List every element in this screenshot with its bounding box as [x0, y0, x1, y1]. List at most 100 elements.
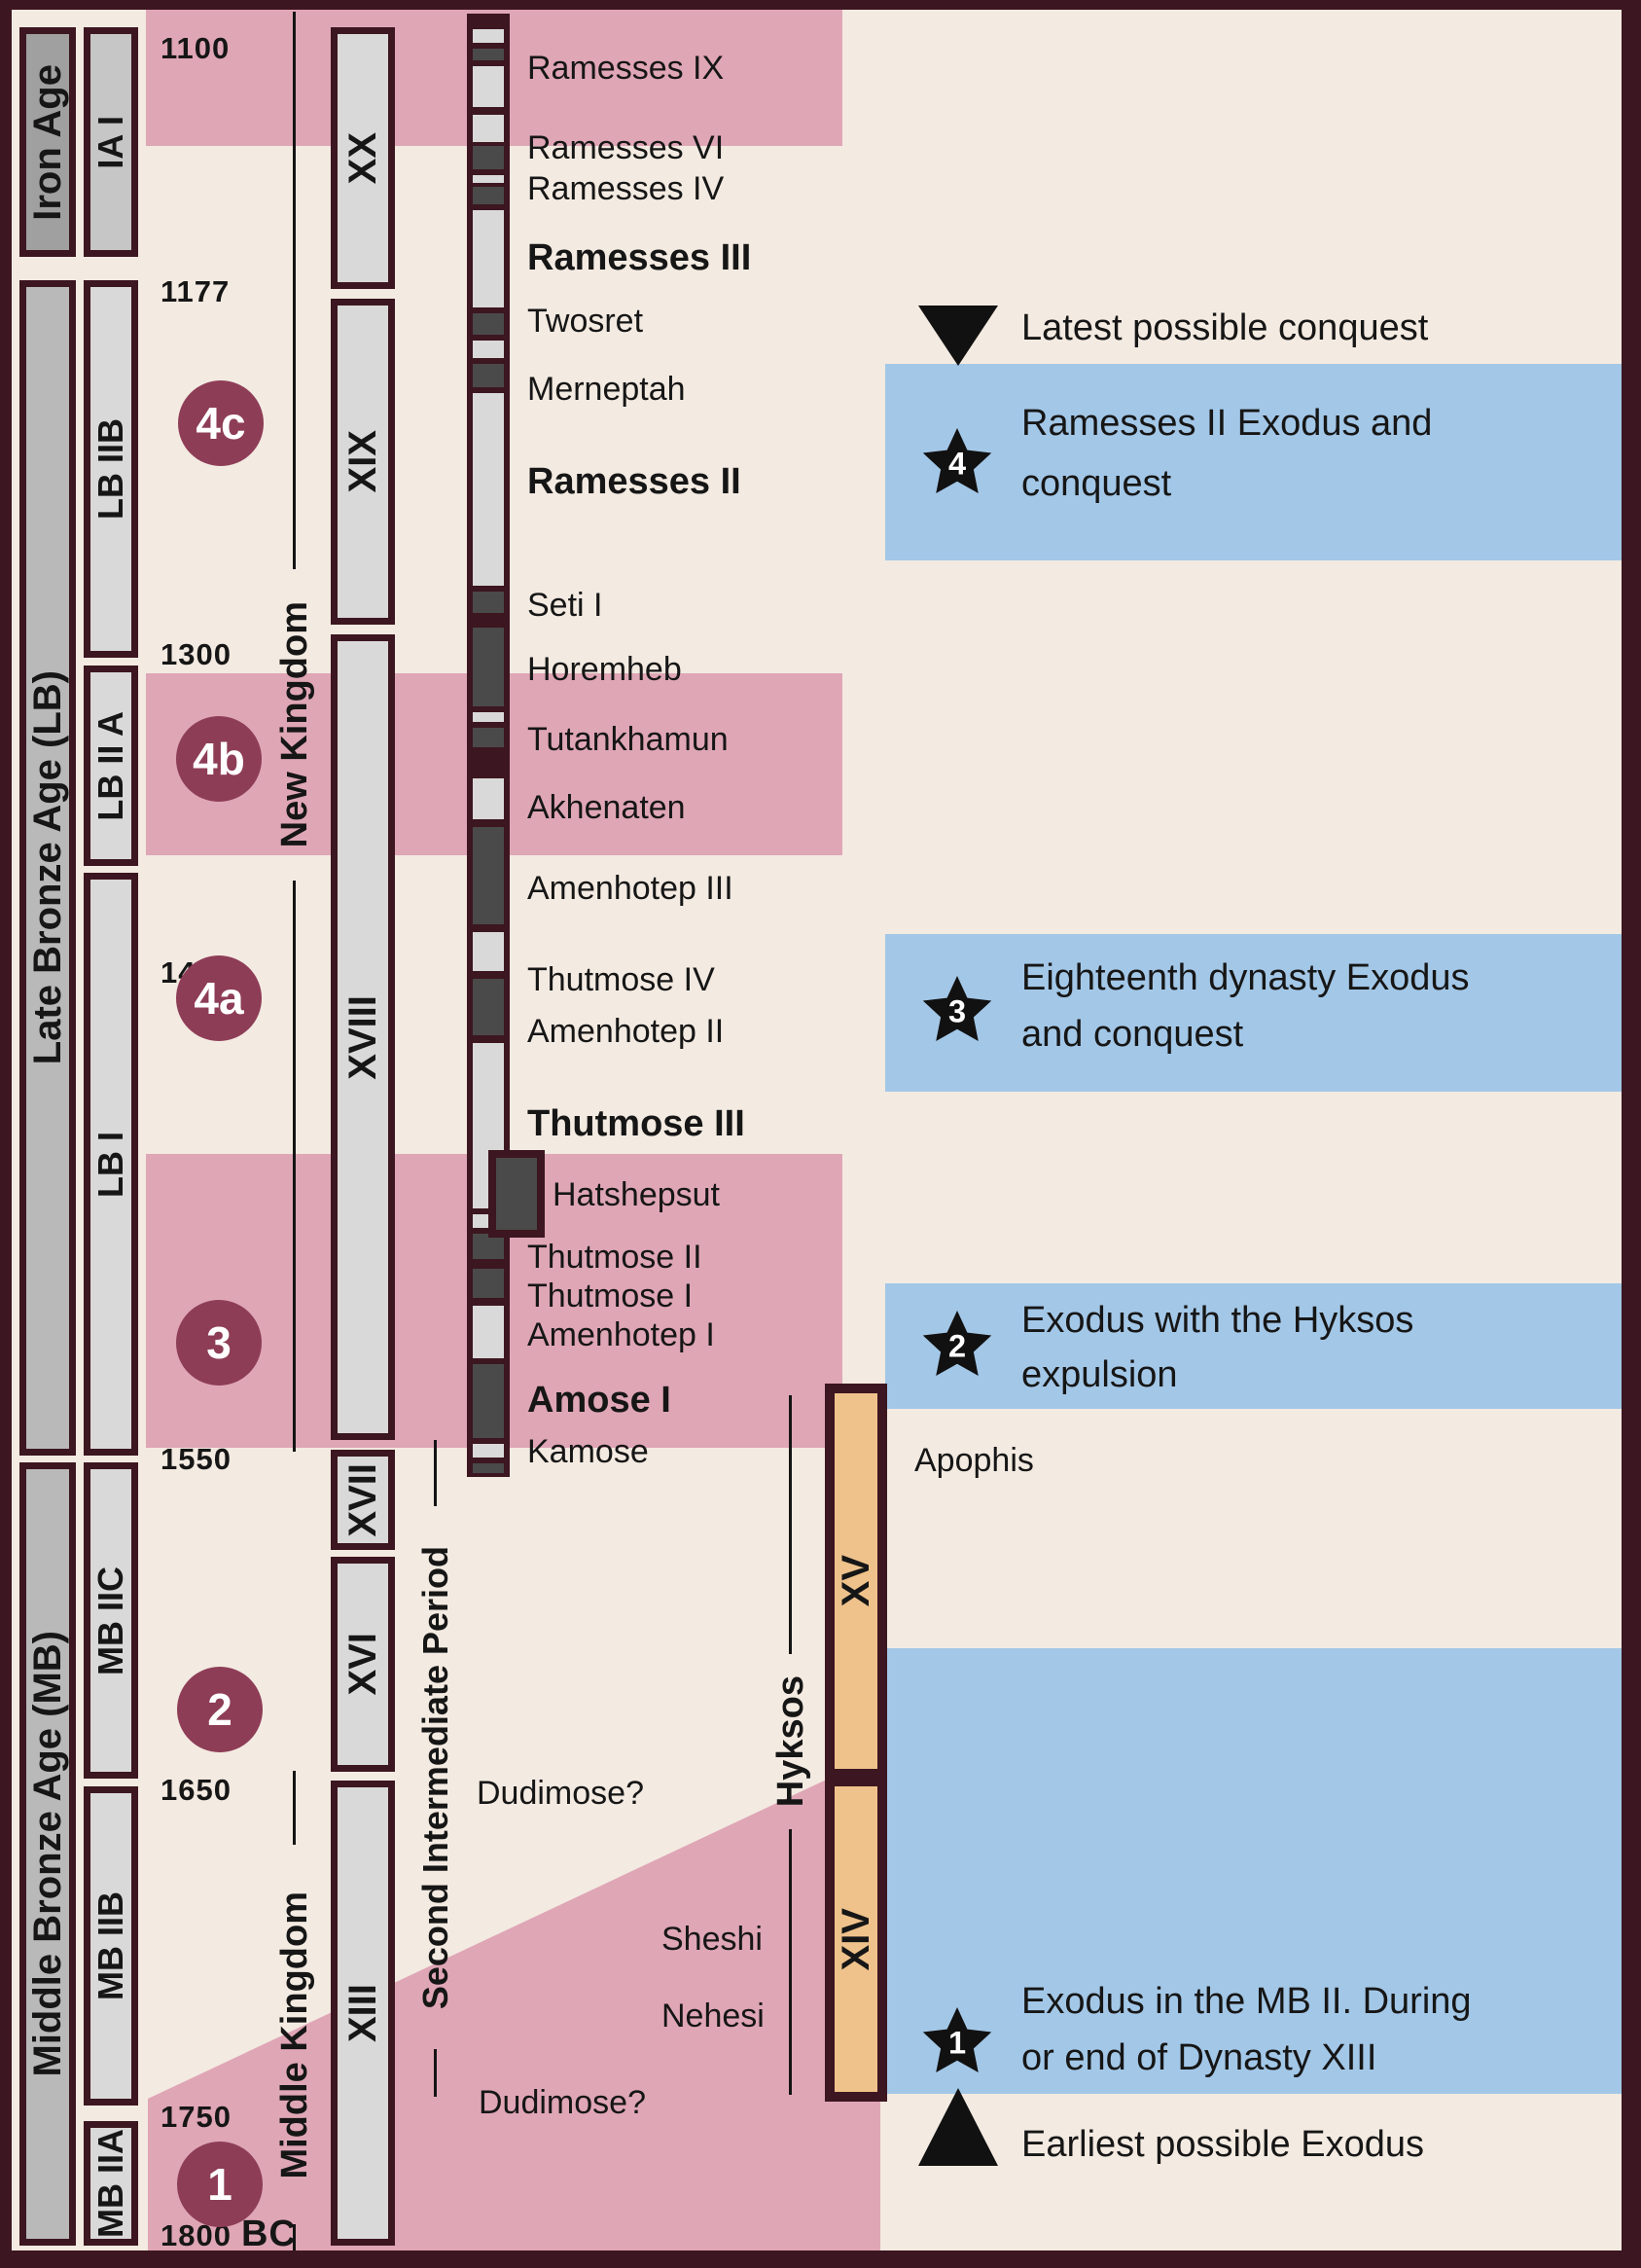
age-group-label: Iron Age [26, 63, 69, 221]
date-era-suffix: BC [240, 2214, 297, 2254]
sub-period-label: LB IIB [90, 418, 130, 520]
date-value: 1100 [161, 31, 231, 65]
sub-period-2: LB IIB [84, 280, 138, 658]
hyksos-dynasty-XIV: XIV [825, 1777, 887, 2102]
exodus-box-text-line2: expulsion [1021, 1354, 1178, 1395]
dynasty-label: XVIII [341, 994, 384, 1080]
pharaoh-thutmose-ii: Thutmose II [527, 1239, 702, 1276]
reign-segment [473, 364, 504, 387]
pharaoh-twosret: Twosret [527, 303, 644, 340]
star-number: 2 [948, 1328, 966, 1363]
pharaoh-amenhotep-ii: Amenhotep II [527, 1013, 725, 1050]
dynasty-label: XVI [341, 1633, 384, 1696]
sub-period-5: MB IIC [84, 1462, 138, 1779]
middle-kingdom-label: Middle Kingdom [274, 1890, 315, 2179]
king-dudimose-: Dudimose? [479, 2084, 646, 2121]
sub-period-label: IA I [90, 115, 130, 169]
hyksos-line-above [789, 1395, 792, 1654]
hypothesis-circle-3: 3 [176, 1300, 262, 1386]
dynasty-XIII: XIII [331, 1781, 395, 2246]
hatshepsut-reign-box [488, 1150, 545, 1238]
reign-segment [473, 979, 504, 1035]
king-apophis: Apophis [914, 1442, 1034, 1479]
date-value: 1177 [161, 274, 231, 308]
exodus-box-text-line1: Exodus in the MB II. During [1021, 1981, 1472, 2022]
reign-segment [473, 827, 504, 924]
date-value: 1650 [161, 1773, 232, 1807]
star-number: 1 [948, 2025, 966, 2060]
frame-right [1622, 0, 1641, 2268]
dynasty-label: XX [341, 131, 384, 185]
reign-segment [473, 341, 504, 358]
reign-segment [473, 592, 504, 613]
date-label-1550: 1550 [161, 1438, 232, 1481]
reign-segment [473, 1306, 504, 1358]
middle-kingdom-line-below [293, 2224, 296, 2250]
age-group-label: Late Bronze Age (LB) [26, 670, 69, 1065]
pharaoh-ramesses-ix: Ramesses IX [527, 50, 725, 87]
reign-segment [473, 146, 504, 169]
second-intermediate-period-label-box: Second Intermediate Period [410, 1514, 461, 2041]
hypothesis-circle-4a: 4a [176, 955, 262, 1041]
sub-period-7: MB IIA [84, 2121, 138, 2246]
exodus-box-text-line1: Eighteenth dynasty Exodus [1021, 957, 1470, 998]
reign-segment [473, 313, 504, 335]
reign-segment [473, 778, 504, 819]
pharaoh-kamose: Kamose [527, 1433, 649, 1470]
date-label-1650: 1650 [161, 1769, 232, 1812]
pharaoh-ramesses-ii: Ramesses II [527, 461, 741, 502]
date-value: 1300 [161, 637, 232, 671]
frame-top [0, 0, 1641, 10]
reign-segment [473, 49, 504, 60]
star-badge-3: 3 [922, 976, 992, 1041]
exodus-box-text-line2: and conquest [1021, 1014, 1244, 1055]
pharaoh-ramesses-iii: Ramesses III [527, 237, 752, 278]
reign-segment [473, 712, 504, 722]
age-group-1: Iron Age [19, 27, 76, 257]
middle-kingdom-label-box: Middle Kingdom [269, 1852, 320, 2218]
hyksos-dynasty-label: XIV [835, 1907, 877, 1971]
reign-segment [473, 1444, 504, 1458]
star-badge-4: 4 [922, 428, 992, 493]
king-sheshi: Sheshi [661, 1921, 763, 1958]
reign-segment [473, 210, 504, 307]
date-label-1177: 1177 [161, 270, 230, 313]
second-intermediate-period-line-above [434, 1440, 437, 1506]
hyksos-dynasty-label: XV [835, 1555, 877, 1607]
hypothesis-circle-1: 1 [177, 2142, 263, 2227]
latest-possible-conquest-triangle-icon [918, 306, 998, 366]
exodus-window-box-1 [885, 1648, 1622, 2094]
exodus-window-box-2 [885, 1283, 1622, 1409]
reign-segment [473, 115, 504, 142]
sub-period-label: MB IIC [90, 1566, 130, 1675]
pharaoh-ramesses-iv: Ramesses IV [527, 170, 725, 207]
exodus-box-text-line1: Exodus with the Hyksos [1021, 1300, 1414, 1341]
sub-period-label: MB IIA [90, 2129, 130, 2238]
date-label-1300: 1300 [161, 633, 232, 676]
frame-left [0, 0, 12, 2268]
pharaoh-amose-i: Amose I [527, 1380, 671, 1421]
star-number: 3 [948, 993, 966, 1028]
latest-possible-conquest-label: Latest possible conquest [1021, 307, 1429, 348]
exodus-window-box-3 [885, 934, 1622, 1092]
reign-segment [473, 1463, 504, 1473]
dynasty-XX: XX [331, 27, 395, 289]
reign-segment [473, 628, 504, 706]
reign-segment [473, 1364, 504, 1438]
dynasty-label: XIX [341, 430, 384, 493]
pharaoh-thutmose-iii: Thutmose III [527, 1103, 745, 1144]
pharaoh-hatshepsut: Hatshepsut [553, 1176, 720, 1213]
sub-period-6: MB IIB [84, 1786, 138, 2106]
pharaoh-ramesses-vi: Ramesses VI [527, 129, 725, 166]
date-value: 1550 [161, 1442, 232, 1476]
dynasty-XVI: XVI [331, 1557, 395, 1772]
new-kingdom-line-below [293, 881, 296, 1452]
hypothesis-circle-4b: 4b [176, 716, 262, 802]
reign-segment [473, 728, 504, 747]
new-kingdom-line-above [293, 12, 296, 569]
sub-period-1: IA I [84, 27, 138, 257]
hypothesis-circle-4c: 4c [178, 380, 264, 466]
reign-segment [473, 1234, 504, 1259]
exodus-box-text-line2: or end of Dynasty XIII [1021, 2037, 1377, 2078]
